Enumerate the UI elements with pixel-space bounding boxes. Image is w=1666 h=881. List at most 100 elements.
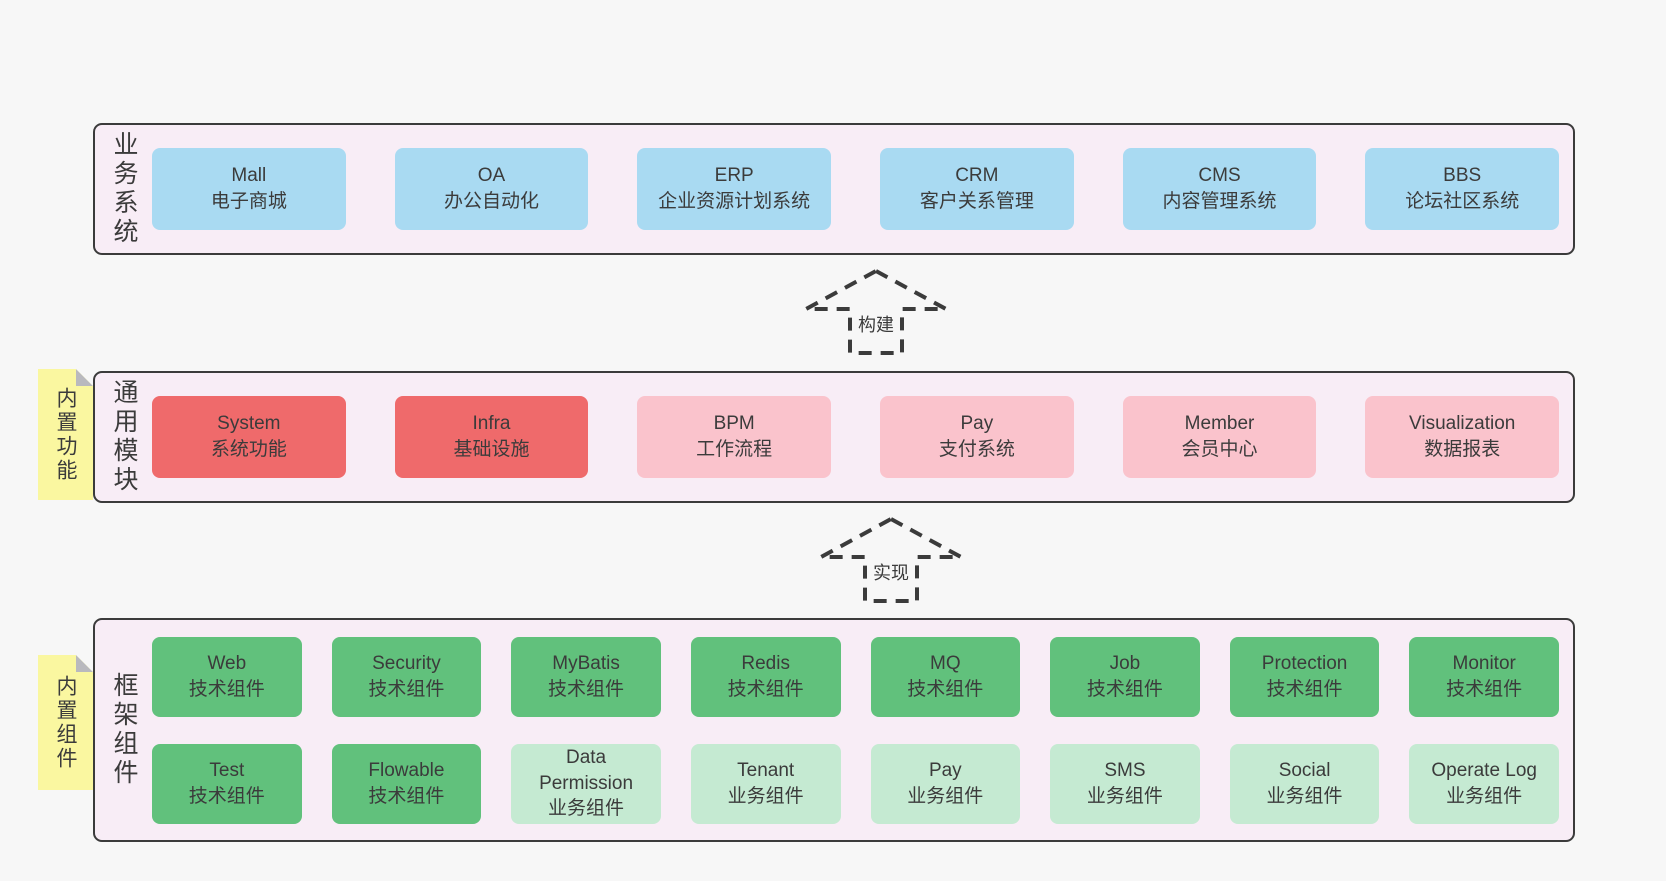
box-subtitle: 系统功能 [210,439,287,460]
box-row: System 系统功能 Infra 基础设施 BPM 工作流程 Pay 支付系统 Member 会… [152,396,1560,478]
box-title: Member [1184,413,1255,435]
box-subtitle: 技术组件 [188,785,265,807]
box-tenant: Tenant 业务组件 [690,743,841,824]
box-title: ERP [714,165,754,187]
box-subtitle: 技术组件 [548,678,625,700]
box-subtitle: 电子商城 [210,191,287,212]
box-title: Pay [960,413,994,435]
sticky-note-builtin-components: 内置组件 [38,655,93,790]
arrow-label-implement: 实现 [870,559,912,585]
box-system: System 系统功能 [152,396,346,478]
box-subtitle: 技术组件 [188,678,265,700]
box-subtitle: 业务组件 [727,785,804,807]
box-title: Flowable [368,759,445,781]
box-redis: Redis 技术组件 [690,636,841,717]
sticky-note-label: 内置组件 [54,674,77,771]
box-title: Redis [741,652,790,674]
box-subtitle: 办公自动化 [444,191,540,212]
box-job: Job 技术组件 [1050,636,1200,717]
panel-rows: System 系统功能 Infra 基础设施 BPM 工作流程 Pay 支付系统 Member 会… [144,373,1573,501]
box-mybatis: MyBatis 技术组件 [511,636,661,717]
box-title: Protection [1261,652,1348,674]
box-title: Monitor [1452,652,1516,674]
box-subtitle: 工作流程 [696,439,773,460]
box-title: MyBatis [552,652,620,674]
panel-label-business-systems: 业务系统 [110,131,138,247]
box-subtitle: 支付系统 [938,439,1015,460]
implement-arrow: 实现 [818,516,964,604]
box-subtitle: 业务组件 [1086,785,1163,807]
box-pay: Pay 支付系统 [880,396,1074,478]
panel-label-common-modules: 通用模块 [110,379,138,495]
box-visualization: Visualization 数据报表 [1365,396,1560,478]
sticky-note-label: 内置功能 [54,386,77,483]
box-flowable: Flowable 技术组件 [331,743,482,824]
box-subtitle: 基础设施 [453,439,530,460]
box-title: BPM [713,413,755,435]
box-subtitle: 业务组件 [907,785,984,807]
box-oa: OA 办公自动化 [394,148,589,230]
box-subtitle: 业务组件 [548,798,625,820]
box-title: CMS [1198,165,1241,187]
box-title: System [217,413,281,435]
box-web: Web 技术组件 [152,636,302,717]
box-title: Job [1109,652,1141,674]
box-subtitle: 技术组件 [368,785,445,807]
box-subtitle: 业务组件 [1446,785,1523,807]
box-crm: CRM 客户关系管理 [880,148,1074,230]
box-title: Operate Log [1431,759,1537,781]
box-subtitle: 客户关系管理 [919,191,1034,212]
box-test: Test 技术组件 [152,743,302,824]
box-bbs: BBS 论坛社区系统 [1365,148,1560,230]
box-protection: Protection 技术组件 [1229,636,1380,717]
box-title: Pay [928,759,962,781]
panel-label-framework-components: 框架组件 [110,672,138,788]
box-member: Member 会员中心 [1122,396,1317,478]
panel-rows: Mall 电子商城 OA 办公自动化 ERP 企业资源计划系统 CRM 客户关系管理 CMS 内容… [144,125,1573,253]
common-modules-panel: 通用模块 System 系统功能 Infra 基础设施 BPM 工作流程 Pay 支付系统 Me… [93,371,1575,503]
box-cms: CMS 内容管理系统 [1122,148,1317,230]
box-row: Mall 电子商城 OA 办公自动化 ERP 企业资源计划系统 CRM 客户关系管理 CMS 内容… [152,148,1560,230]
box-mq: MQ 技术组件 [870,636,1021,717]
box-subtitle: 技术组件 [1086,678,1163,700]
box-title: Visualization [1409,413,1516,435]
box-subtitle: 技术组件 [907,678,984,700]
box-title: SMS [1104,759,1146,781]
box-subtitle: 论坛社区系统 [1405,191,1520,212]
box-subtitle: 企业资源计划系统 [658,191,811,212]
box-title: Mall [231,165,267,187]
box-title: CRM [955,165,999,187]
box-mall: Mall 电子商城 [152,148,346,230]
box-subtitle: 业务组件 [1266,785,1343,807]
box-title: Social [1278,759,1331,781]
box-title: Test [209,759,245,781]
box-title: Tenant [737,759,795,781]
box-subtitle: 技术组件 [727,678,804,700]
box-title: Infra [472,413,511,435]
box-title: Web [207,652,247,674]
box-subtitle: 内容管理系统 [1162,191,1277,212]
box-pay: Pay 业务组件 [870,743,1021,824]
box-social: Social 业务组件 [1229,743,1380,824]
box-title: OA [477,165,506,187]
box-subtitle: 技术组件 [368,678,445,700]
box-title: MQ [930,652,961,674]
box-bpm: BPM 工作流程 [637,396,832,478]
box-subtitle: 数据报表 [1424,439,1501,460]
box-subtitle: 会员中心 [1181,439,1258,460]
box-title: BBS [1443,165,1482,187]
build-arrow: 构建 [803,268,949,356]
box-security: Security 技术组件 [331,636,482,717]
box-title: Security [372,652,441,674]
box-title: Data Permission [539,747,634,794]
box-operate-log: Operate Log 业务组件 [1409,743,1559,824]
box-sms: SMS 业务组件 [1050,743,1200,824]
box-subtitle: 技术组件 [1266,678,1343,700]
business-systems-panel: 业务系统 Mall 电子商城 OA 办公自动化 ERP 企业资源计划系统 CRM 客户关系管理… [93,123,1575,255]
